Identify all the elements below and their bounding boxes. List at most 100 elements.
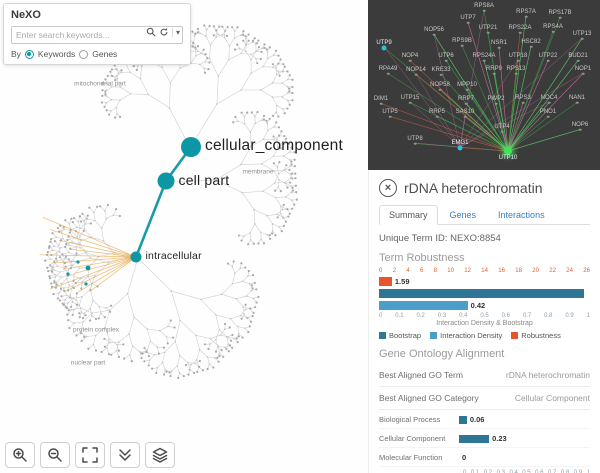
network-node-label[interactable]: PNO1	[539, 109, 557, 115]
network-node-dot	[414, 73, 418, 76]
network-node-label[interactable]: RPS9B	[452, 38, 472, 44]
network-node-label[interactable]: RPS7A	[516, 9, 536, 15]
ontology-term-label[interactable]: nuclear part	[70, 359, 106, 367]
chevron-down-icon[interactable]: ▾	[171, 27, 180, 37]
network-node-label[interactable]: RPS24A	[472, 53, 496, 59]
reset-icon[interactable]	[159, 27, 169, 37]
network-node-dot	[460, 44, 464, 47]
network-node-label[interactable]: EMG1	[451, 140, 469, 146]
network-node-label[interactable]: UTP4	[494, 124, 510, 130]
axis-tick: 10	[447, 268, 454, 274]
network-node-label[interactable]: NOP6	[571, 122, 589, 128]
network-node-label[interactable]: NOC4	[540, 95, 558, 101]
zoom-in-button[interactable]	[5, 442, 35, 468]
ontology-node[interactable]	[130, 251, 142, 263]
ontology-node[interactable]	[181, 137, 201, 157]
ontology-node-label[interactable]: cellular_component	[205, 137, 344, 155]
network-node-dot	[466, 21, 470, 24]
tab-genes[interactable]: Genes	[449, 210, 477, 220]
network-node-dot	[524, 15, 528, 18]
network-node-label[interactable]: PWP2	[487, 96, 505, 102]
ontology-node-label[interactable]: intracellular	[145, 250, 202, 263]
network-node-label[interactable]: NSR1	[490, 40, 508, 46]
search-panel: NeXO ▾ By Keywords	[3, 3, 191, 65]
network-node-label[interactable]: KRE33	[431, 67, 451, 73]
network-node-label[interactable]: MPP10	[457, 82, 477, 88]
axis-tick: 0.5	[480, 313, 489, 319]
network-node-label[interactable]: UTP10	[498, 155, 518, 161]
legend-item: Interaction Density	[430, 331, 502, 340]
network-node-label[interactable]: RPA49	[378, 66, 398, 72]
ontology-term-label[interactable]: protein complex	[73, 326, 119, 334]
robustness-bar-row: 1.59	[379, 277, 590, 286]
network-node-label[interactable]: NOP58	[430, 82, 450, 88]
robustness-bar	[379, 289, 584, 298]
network-node-dot	[494, 102, 498, 105]
axis-tick: 0.8	[560, 470, 570, 473]
network-node-label[interactable]: UTP15	[400, 95, 420, 101]
network-node-label[interactable]: RPS22A	[508, 25, 532, 31]
network-node-label[interactable]: UTP22	[538, 53, 558, 59]
tab-summary[interactable]: Summary	[379, 205, 438, 225]
network-node-dot	[464, 102, 468, 105]
network-node-label[interactable]: RRP9	[485, 66, 503, 72]
network-node-label[interactable]: UTP5	[382, 109, 398, 115]
network-node-label[interactable]: NAN1	[568, 95, 586, 101]
network-node-label[interactable]: BUD21	[568, 53, 588, 59]
keywords-radio[interactable]	[24, 49, 34, 59]
network-node-label[interactable]: UTP18	[508, 53, 528, 59]
zoom-out-button[interactable]	[40, 442, 70, 468]
legend-label: Bootstrap	[389, 331, 422, 340]
network-node-label[interactable]: RPS3	[515, 95, 531, 101]
network-node-label[interactable]: SAS10	[455, 109, 475, 115]
genes-radio[interactable]	[79, 49, 89, 59]
layers-button[interactable]	[145, 442, 175, 468]
robustness-bar-row: 0.42	[379, 301, 590, 310]
network-node-label[interactable]: NOP1	[574, 66, 592, 72]
network-node-dot	[486, 31, 490, 34]
search-input[interactable]	[11, 26, 183, 44]
network-node-label[interactable]: UTP7	[460, 15, 476, 21]
network-node-label[interactable]: NOP4	[401, 53, 419, 59]
network-node-label[interactable]: UTP6	[438, 53, 454, 59]
axis-tick: 0.2	[416, 313, 425, 319]
ontology-node[interactable]	[157, 172, 175, 190]
ontology-tree-canvas[interactable]	[0, 0, 368, 473]
network-node-label[interactable]: NOP14	[406, 67, 426, 73]
ontology-node-label[interactable]: cell part	[178, 172, 230, 189]
layers-icon	[152, 447, 168, 463]
axis-tick: 14	[481, 268, 488, 274]
network-node-label[interactable]: UTP9	[376, 40, 392, 46]
fit-view-button[interactable]	[75, 442, 105, 468]
network-node-label[interactable]: HSC82	[521, 39, 541, 45]
network-edges-canvas	[380, 9, 584, 152]
network-node-label[interactable]: UTP8	[407, 136, 423, 142]
network-node-label[interactable]: RPS13	[506, 66, 526, 72]
go-row-label: Best Aligned GO Category	[379, 393, 479, 403]
axis-tick: 16	[498, 268, 505, 274]
zoom-out-icon	[48, 448, 62, 462]
network-node-label[interactable]: NOP56	[424, 27, 444, 33]
close-icon[interactable]: ×	[379, 179, 397, 197]
network-node-label[interactable]: RRP7	[457, 96, 475, 102]
network-node-label[interactable]: RPS4A	[543, 24, 563, 30]
network-node-label[interactable]: UTP13	[572, 31, 592, 37]
ontology-term-label[interactable]: mitochondrial part	[74, 80, 126, 88]
network-node-label[interactable]: UTP21	[478, 25, 498, 31]
ontology-term-label[interactable]: membrane	[242, 168, 274, 176]
network-node-label[interactable]: RPS17B	[548, 10, 572, 16]
network-node-label[interactable]: RPS8A	[474, 3, 494, 9]
unique-term-id: Unique Term ID: NEXO:8854	[379, 233, 501, 244]
collapse-levels-button[interactable]	[110, 442, 140, 468]
network-node-label[interactable]: RRP5	[428, 109, 446, 115]
axis-tick: 0.3	[437, 313, 447, 319]
network-node-label[interactable]: DIM1	[373, 96, 389, 102]
search-icon[interactable]	[146, 27, 156, 37]
tab-interactions[interactable]: Interactions	[498, 210, 545, 220]
network-node-dot	[529, 45, 533, 48]
network-hub-node	[504, 147, 512, 155]
